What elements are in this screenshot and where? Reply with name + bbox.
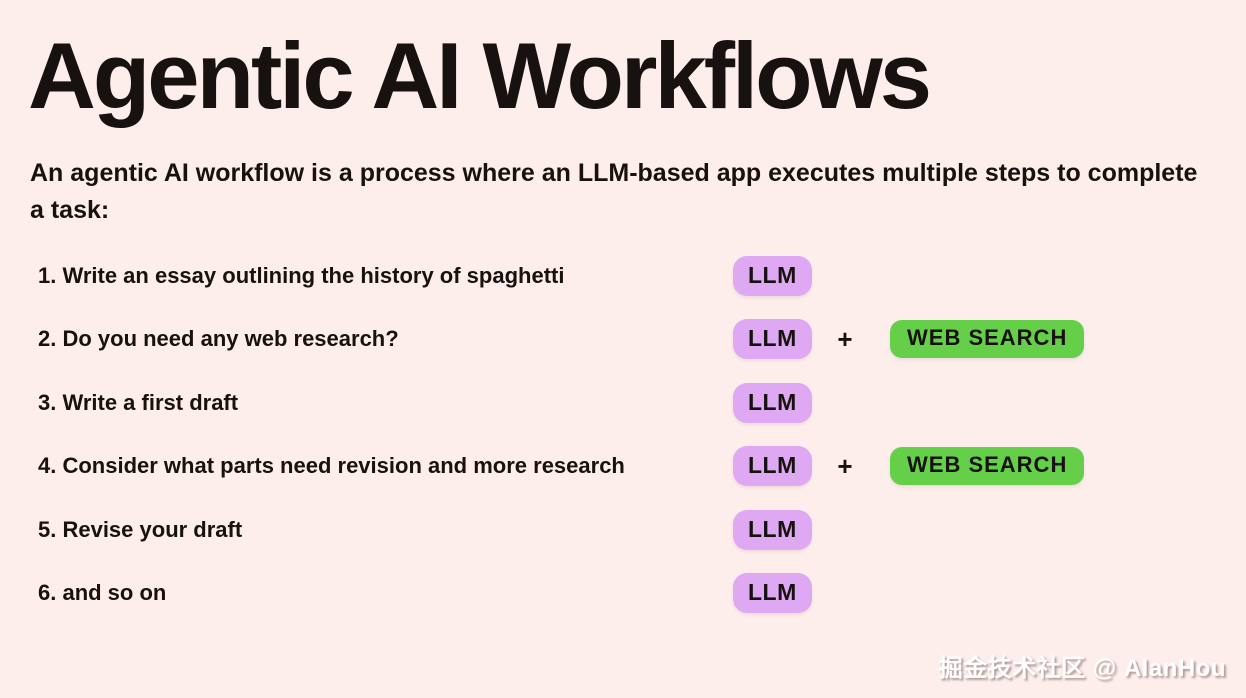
plus-sign: + (837, 323, 853, 354)
llm-badge: LLM (733, 255, 812, 296)
workflow-step-row: 5. Revise your draft LLM (0, 498, 1246, 562)
llm-badge-cell: LLM (733, 509, 812, 550)
llm-badge: LLM (733, 319, 812, 360)
llm-badge: LLM (733, 509, 812, 550)
llm-badge-cell: LLM (733, 255, 812, 296)
step-text: 5. Revise your draft (38, 516, 243, 542)
step-text: 6. and so on (38, 580, 167, 606)
plus-cell: + (800, 324, 890, 355)
subtitle: An agentic AI workflow is a process wher… (30, 159, 1198, 224)
workflow-step-row: 2. Do you need any web research? LLM + W… (0, 308, 1246, 372)
llm-badge-cell: LLM (733, 573, 812, 614)
web-search-badge-cell: WEB SEARCH (890, 320, 1110, 359)
llm-badge-cell: LLM (733, 446, 812, 487)
plus-sign: + (837, 450, 853, 481)
workflow-step-row: 1. Write an essay outlining the history … (0, 244, 1246, 308)
step-text: 3. Write a first draft (38, 389, 239, 415)
workflow-step-row: 3. Write a first draft LLM (0, 371, 1246, 435)
workflow-steps-list: 1. Write an essay outlining the history … (0, 244, 1246, 625)
workflow-step-row: 6. and so on LLM (0, 562, 1246, 626)
web-search-badge: WEB SEARCH (890, 320, 1085, 359)
llm-badge: LLM (733, 446, 812, 487)
llm-badge-cell: LLM (733, 319, 812, 360)
watermark: 掘金技术社区 @ AlanHou (938, 655, 1226, 682)
llm-badge: LLM (733, 382, 812, 423)
web-search-badge-cell: WEB SEARCH (890, 447, 1110, 486)
step-text: 2. Do you need any web research? (38, 326, 399, 352)
web-search-badge: WEB SEARCH (890, 447, 1085, 486)
workflow-step-row: 4. Consider what parts need revision and… (0, 435, 1246, 499)
llm-badge-cell: LLM (733, 382, 812, 423)
llm-badge: LLM (733, 573, 812, 614)
plus-cell: + (800, 451, 890, 482)
step-text: 1. Write an essay outlining the history … (38, 262, 565, 288)
page-title: Agentic AI Workflows (28, 23, 932, 128)
step-text: 4. Consider what parts need revision and… (38, 453, 625, 479)
